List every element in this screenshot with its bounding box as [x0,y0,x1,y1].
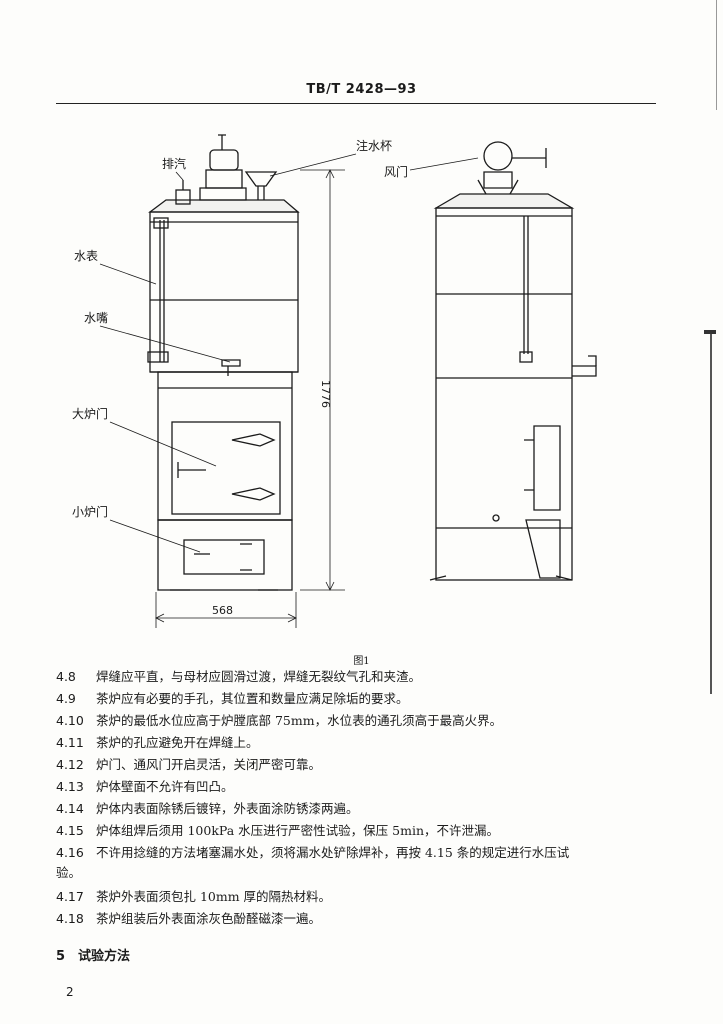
clause-text: 不许用捻缝的方法堵塞漏水处，须将漏水处铲除焊补，再按 4.15 条的规定进行水压… [96,845,570,860]
clause-text: 茶炉的孔应避免开在焊缝上。 [96,735,259,750]
standard-header: TB/T 2428—93 [306,82,417,97]
clause-number: 4.13 [56,779,84,794]
clause-text: 茶炉的最低水位应高于炉膛底部 75mm，水位表的通孔须高于最高火界。 [96,713,503,728]
clause-4-16-continuation: 验。 [56,864,656,882]
dimension-width: 568 [212,604,233,617]
label-big-door: 大炉门 [72,406,108,421]
label-water-cup: 注水杯 [356,138,392,153]
figure-caption: 图1 [353,656,370,667]
clause-4-10: 4.10 茶炉的最低水位应高于炉膛底部 75mm，水位表的通孔须高于最高火界。 [56,712,656,730]
clause-4-17: 4.17 茶炉外表面须包扎 10mm 厚的隔热材料。 [56,888,656,906]
clause-text: 焊缝应平直，与母材应圆滑过渡，焊缝无裂纹气孔和夹渣。 [96,669,422,684]
clause-number: 4.12 [56,757,84,772]
label-water-gauge: 水表 [74,249,98,263]
clause-4-16: 4.16 不许用捻缝的方法堵塞漏水处，须将漏水处铲除焊补，再按 4.15 条的规定… [56,844,656,862]
clause-4-15: 4.15 炉体组焊后须用 100kPa 水压进行严密性试验，保压 5min，不许泄… [56,822,656,840]
scan-edge-mark [710,334,712,694]
clause-text: 茶炉组装后外表面涂灰色酚醛磁漆一遍。 [96,911,322,926]
header-rule [56,103,656,104]
clause-number: 4.11 [56,735,84,750]
section-title: 试验方法 [78,949,131,964]
clause-number: 4.10 [56,713,84,728]
label-small-door: 小炉门 [72,504,108,519]
clause-text: 茶炉应有必要的手孔，其位置和数量应满足除垢的要求。 [96,691,409,706]
clause-text: 炉体组焊后须用 100kPa 水压进行严密性试验，保压 5min，不许泄漏。 [96,823,500,838]
clause-text: 炉体壁面不允许有凹凸。 [96,779,234,794]
label-exhaust: 排汽 [162,156,186,171]
clause-4-14: 4.14 炉体内表面除锈后镀锌，外表面涂防锈漆两遍。 [56,800,656,818]
side-view-drawing [409,141,597,581]
clause-number: 4.8 [56,669,76,684]
scan-edge-mark [704,330,716,334]
clause-number: 4.9 [56,691,76,706]
clause-text: 炉门、通风门开启灵活，关闭严密可靠。 [96,757,322,772]
clause-4-12: 4.12 炉门、通风门开启灵活，关闭严密可靠。 [56,756,656,774]
clause-text-continuation: 验。 [56,865,82,880]
dimension-height: 1776 [319,380,332,408]
clause-number: 4.15 [56,823,84,838]
clause-number: 4.18 [56,911,84,926]
section-heading: 5 试验方法 [56,945,130,964]
scan-edge-mark [716,0,717,110]
clause-number: 4.16 [56,845,84,860]
clause-4-18: 4.18 茶炉组装后外表面涂灰色酚醛磁漆一遍。 [56,910,656,928]
clause-4-8: 4.8 焊缝应平直，与母材应圆滑过渡，焊缝无裂纹气孔和夹渣。 [56,668,656,686]
clause-number: 4.14 [56,801,84,816]
front-view-drawing [99,134,357,628]
clause-text: 炉体内表面除锈后镀锌，外表面涂防锈漆两遍。 [96,801,359,816]
clause-number: 4.17 [56,889,84,904]
clause-text: 茶炉外表面须包扎 10mm 厚的隔热材料。 [96,889,332,904]
tea-boiler-figure: 排汽 注水杯 风门 水表 水嘴 大炉门 小炉门 1776 568 [72,134,597,628]
clause-4-11: 4.11 茶炉的孔应避免开在焊缝上。 [56,734,656,752]
label-damper: 风门 [384,164,408,179]
clause-4-13: 4.13 炉体壁面不允许有凹凸。 [56,778,656,796]
clause-4-9: 4.9 茶炉应有必要的手孔，其位置和数量应满足除垢的要求。 [56,690,656,708]
page-number: 2 [66,985,74,999]
label-nozzle: 水嘴 [84,311,108,325]
section-number: 5 [56,949,66,964]
